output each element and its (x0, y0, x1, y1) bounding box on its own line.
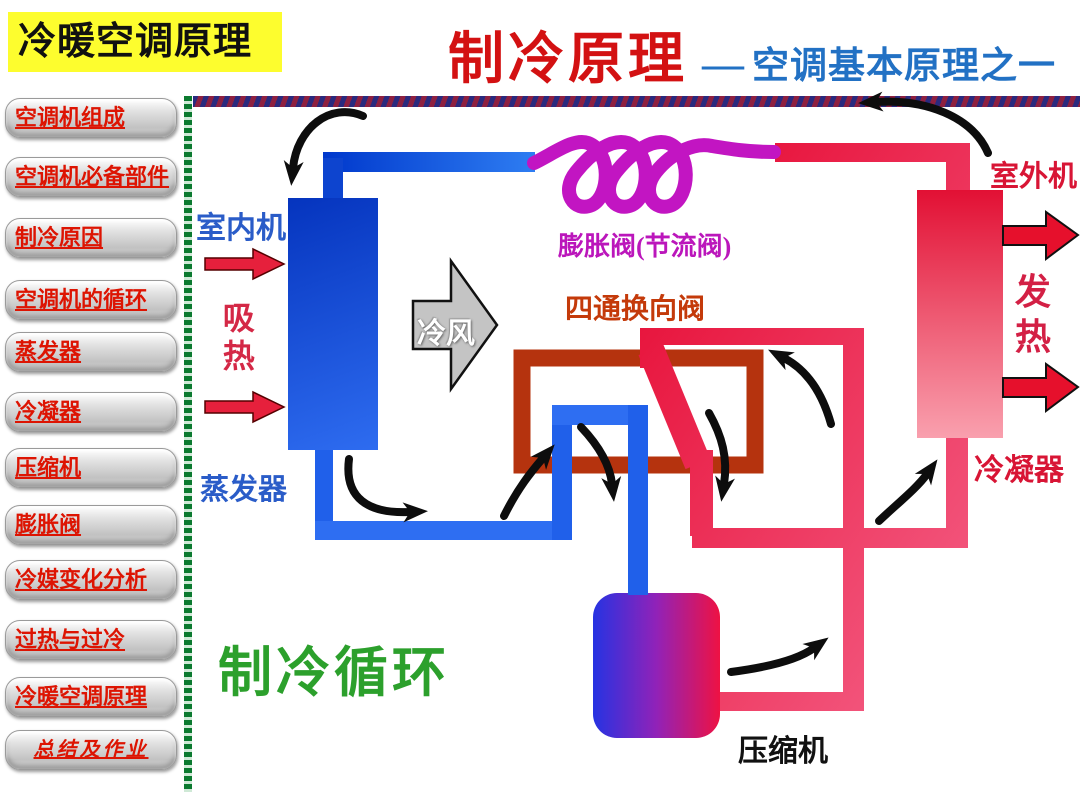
sidebar-item-compressor[interactable]: 压缩机 (5, 448, 177, 488)
title-dash: — (702, 42, 744, 88)
sidebar-item-label: 制冷原因 (15, 225, 104, 250)
cold-air-arrow (411, 257, 499, 393)
sidebar-item-label: 膨胀阀 (15, 512, 82, 537)
sidebar-item-ac-cycle[interactable]: 空调机的循环 (5, 280, 177, 320)
cooling-cycle-label: 制冷循环 (218, 643, 450, 703)
corner-title: 冷暖空调原理 (8, 12, 282, 72)
sidebar-item-label: 总结及作业 (33, 739, 149, 761)
title-row: 制冷原理 —空调基本原理之一 (448, 14, 1056, 95)
flow-arrow-condenser-top (858, 91, 992, 157)
sidebar-item-label: 压缩机 (15, 455, 82, 480)
sidebar-item-label: 空调机必备部件 (15, 164, 170, 189)
condenser-label: 冷凝器 (974, 454, 1064, 487)
expansion-coil-path (527, 134, 781, 214)
page-subtitle: 空调基本原理之一 (752, 46, 1056, 87)
heat-out-arrow-2 (1002, 362, 1080, 413)
compressor-label: 压缩机 (738, 735, 828, 768)
outdoor-unit-label: 室外机 (990, 161, 1078, 193)
page-title: 制冷原理 (448, 29, 688, 91)
flow-arrow-compressor-out (727, 637, 829, 676)
four-way-valve-label: 四通换向阀 (565, 294, 706, 325)
sidebar-item-cooling-reason[interactable]: 制冷原因 (5, 218, 177, 258)
sidebar-item-superheat-subcool[interactable]: 过热与过冷 (5, 620, 177, 660)
expansion-valve-label: 膨胀阀(节流阀) (558, 232, 732, 261)
sidebar-item-condenser[interactable]: 冷凝器 (5, 392, 177, 432)
sidebar-item-label: 过热与过冷 (15, 627, 126, 652)
striped-divider (193, 96, 1080, 107)
sidebar-item-label: 冷媒变化分析 (15, 567, 148, 592)
compressor-rect (593, 593, 720, 738)
flow-arrow-valve-left-down (577, 423, 622, 502)
indoor-unit-label: 室内机 (196, 212, 286, 245)
flow-arrow-to-condenser (875, 459, 938, 525)
evaporator-label: 蒸发器 (200, 474, 288, 506)
sidebar-item-label: 空调机组成 (15, 105, 126, 130)
absorb-heat-label: 吸热 (222, 300, 255, 374)
sidebar-item-hvac-principle[interactable]: 冷暖空调原理 (5, 677, 177, 717)
sidebar-item-label: 蒸发器 (15, 339, 82, 364)
sidebar-item-label: 空调机的循环 (15, 287, 148, 312)
cold-side-pipes (315, 152, 648, 595)
flow-arrow-valve-right-down (705, 409, 735, 502)
flow-arrow-evaporator-out (344, 455, 428, 523)
sidebar-item-ac-required-parts[interactable]: 空调机必备部件 (5, 157, 177, 197)
evaporator-rect (288, 198, 378, 450)
sidebar-item-label: 冷暖空调原理 (15, 684, 148, 709)
heat-in-arrow-1 (204, 247, 286, 281)
sidebar-item-summary-homework[interactable]: 总结及作业 (5, 730, 177, 770)
sidebar-item-ac-composition[interactable]: 空调机组成 (5, 98, 177, 138)
sidebar-item-evaporator[interactable]: 蒸发器 (5, 332, 177, 372)
sidebar-item-refrigerant-analysis[interactable]: 冷媒变化分析 (5, 560, 177, 600)
flow-direction-arrows (283, 91, 992, 676)
condenser-rect (917, 190, 1003, 438)
flow-arrow-evaporator-in (283, 108, 367, 186)
green-vertical-divider (184, 96, 192, 792)
hot-side-pipes (638, 143, 970, 711)
release-heat-label: 发热 (1014, 272, 1051, 357)
flow-arrow-suction-up (500, 444, 555, 520)
sidebar-item-expansion-valve[interactable]: 膨胀阀 (5, 505, 177, 545)
heat-out-arrow-1 (1002, 210, 1080, 261)
cold-air-label: 冷风 (417, 318, 476, 350)
flow-arrow-into-valve (768, 349, 835, 428)
sidebar-item-label: 冷凝器 (15, 399, 82, 424)
heat-in-arrow-2 (204, 390, 286, 424)
